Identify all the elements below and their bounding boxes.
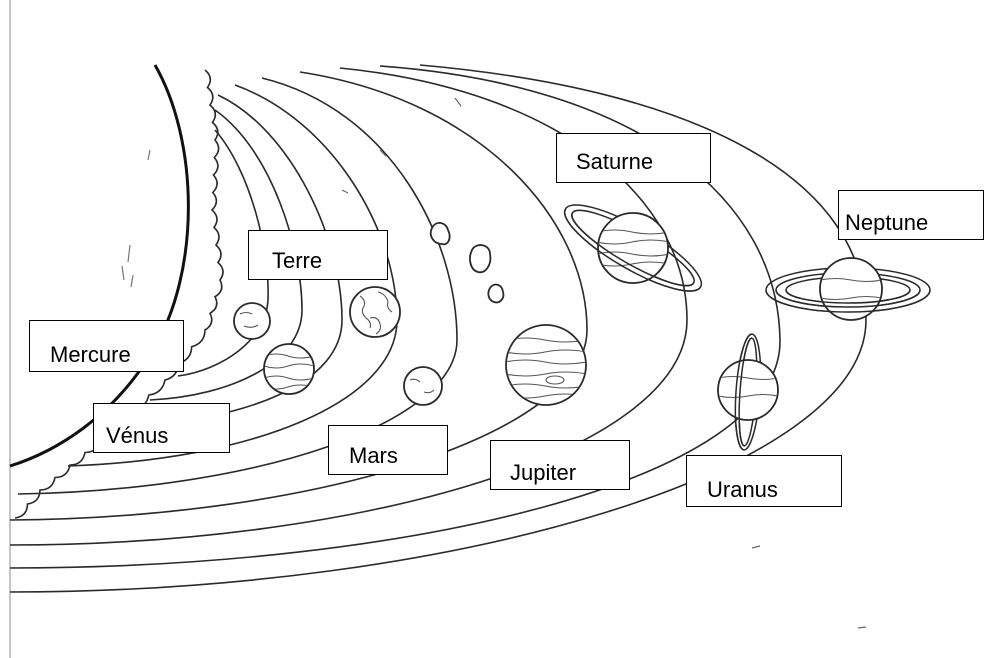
label-terre: Terre — [248, 230, 388, 280]
planet-earth — [350, 287, 400, 337]
label-neptune: Neptune — [838, 190, 984, 240]
asteroid-belt — [431, 223, 504, 302]
label-venus: Vénus — [93, 403, 230, 453]
label-text: Mars — [349, 443, 398, 468]
planet-jupiter — [505, 325, 587, 405]
planet-mercury — [234, 303, 270, 339]
label-text: Vénus — [106, 423, 168, 448]
planet-neptune — [766, 258, 930, 320]
label-mars: Mars — [328, 425, 448, 475]
label-text: Mercure — [50, 342, 131, 367]
label-saturne: Saturne — [556, 133, 711, 183]
label-uranus: Uranus — [686, 455, 842, 507]
label-text: Uranus — [707, 477, 778, 502]
label-text: Jupiter — [510, 460, 576, 485]
label-mercure: Mercure — [29, 320, 184, 372]
sun-texture — [122, 150, 150, 287]
label-text: Saturne — [576, 149, 653, 174]
planet-saturn — [555, 191, 711, 305]
planet-mars — [404, 367, 442, 405]
asteroid — [488, 285, 503, 303]
planet-uranus — [718, 333, 778, 450]
planet-venus — [264, 344, 314, 394]
asteroid — [470, 245, 490, 272]
label-text: Terre — [272, 248, 322, 273]
label-text: Neptune — [845, 210, 928, 235]
label-jupiter: Jupiter — [490, 440, 630, 490]
asteroid — [431, 223, 450, 244]
